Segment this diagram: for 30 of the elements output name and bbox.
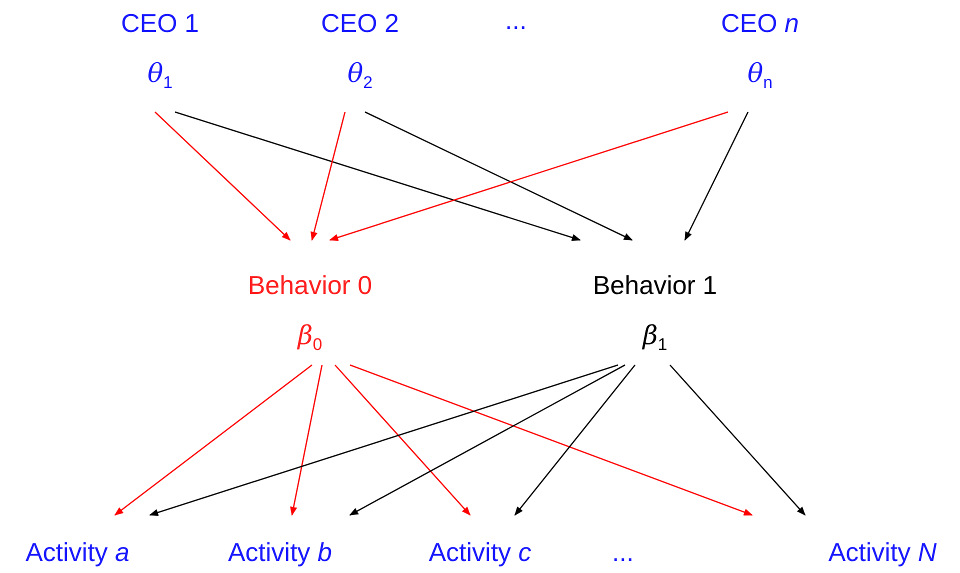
arrow [174,111,581,241]
arrow [329,111,728,241]
math-symbol: θ$_{n}$ [747,59,773,94]
node-label: Behavior 1 [592,270,718,302]
arrow [670,364,806,516]
math-symbol: β$_{1}$ [642,321,668,356]
arrow [290,364,323,516]
node-label: CEO n [720,8,800,40]
arrow [310,112,346,241]
math-symbol: θ$_{1}$ [147,59,173,94]
arrow [514,364,636,516]
node-label: Activity a [25,537,130,568]
arrow [154,112,291,241]
arrow [114,364,312,516]
arrow [350,364,753,516]
math-symbol: β$_{0}$ [298,321,322,356]
arrow [349,364,626,516]
math-symbol: θ$_{2}$ [347,59,373,94]
ellipsis-text: ... [612,537,634,568]
node-label: Activity c [428,537,532,568]
node-label: CEO 1 [120,8,200,40]
arrow [334,364,471,516]
node-label: Activity N [828,537,937,568]
arrow [684,112,749,241]
arrow [149,364,618,516]
ellipsis-text: ... [505,5,527,36]
node-label: Behavior 0 [248,270,372,302]
node-label: Activity b [228,537,332,568]
node-label: CEO 2 [320,8,400,40]
arrow [364,111,633,241]
